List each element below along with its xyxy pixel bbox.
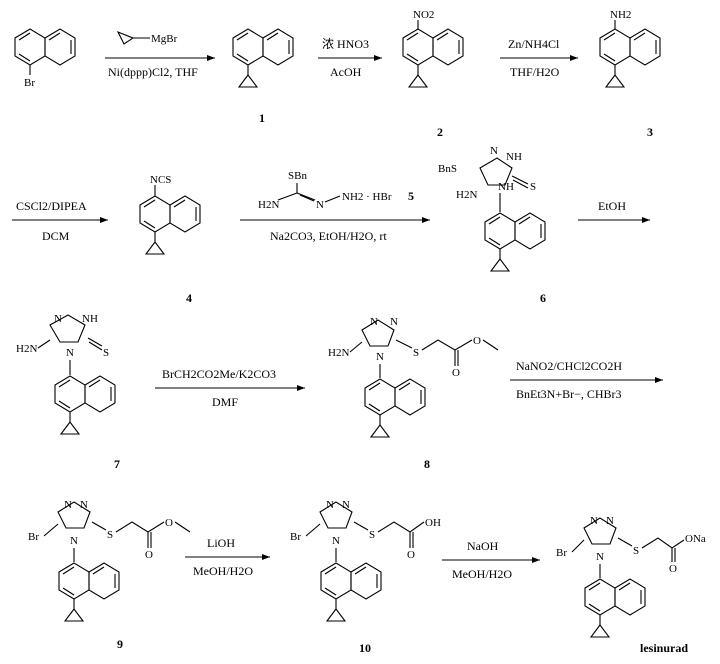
label-7: 7 — [114, 457, 120, 471]
step10-below: MeOH/H2O — [452, 567, 512, 581]
label-4: 4 — [186, 291, 192, 305]
label-8: 8 — [424, 457, 430, 471]
c7-nh: NH — [82, 313, 98, 325]
step9-above: LiOH — [207, 536, 235, 550]
les-o: O — [669, 563, 677, 575]
label-3: 3 — [647, 125, 653, 139]
c2-nitro: NO2 — [413, 9, 434, 21]
compound-c4: NCS — [139, 174, 201, 255]
r5-n: N — [316, 199, 324, 211]
step4-above: CSCl2/DIPEA — [16, 199, 87, 213]
c7-n: N — [54, 313, 62, 325]
c8-n4: N — [376, 351, 384, 363]
c6-s: S — [530, 181, 536, 193]
step10-above: NaOH — [467, 539, 499, 553]
label-lesinurad: lesinurad — [640, 641, 688, 655]
c9-n2: N — [80, 499, 88, 511]
step1-below: Ni(dppp)Cl2, THF — [108, 65, 198, 79]
label-1: 1 — [259, 111, 265, 125]
les-s: S — [633, 545, 639, 557]
r5-sbn: SBn — [288, 170, 307, 182]
compound-c10: N N Br N S O OH — [290, 499, 441, 622]
c7-s: S — [103, 347, 109, 359]
c6-h: H — [506, 181, 514, 193]
les-n1: N — [590, 515, 598, 527]
les-n4: N — [596, 551, 604, 563]
c10-n4: N — [332, 535, 340, 547]
c10-br: Br — [290, 531, 301, 543]
c10-oh: OH — [425, 517, 441, 529]
c7-n4: N — [66, 347, 74, 359]
c9-o-carbonyl: O — [145, 549, 153, 561]
step3-below: THF/H2O — [510, 65, 560, 79]
reagent-5: SBn H2N N NH2 · HBr 5 — [258, 170, 414, 211]
c9-n1: N — [64, 499, 72, 511]
step2-below: AcOH — [330, 65, 362, 79]
label-6: 6 — [540, 291, 546, 305]
les-ona: ONa — [685, 533, 706, 545]
c6-nh: NH — [506, 151, 522, 163]
c9-o-ester: O — [165, 517, 173, 529]
compound-c8: N N H2N N S O O — [328, 316, 499, 438]
step2-above: 浓 HNO3 — [322, 37, 369, 51]
compound-c7: N NH H2N N S — [16, 313, 116, 435]
compound-lesinurad: N N Br N S O ONa — [556, 515, 706, 638]
r5-number: 5 — [408, 189, 414, 203]
compound-c2: NO2 — [402, 9, 464, 88]
compound-c1 — [232, 28, 294, 88]
compound-c9: N N Br N S O O — [28, 499, 191, 622]
c10-n1: N — [326, 499, 334, 511]
reagent-cyclopropyl-grignard: MgBr — [116, 30, 178, 45]
step3-above: Zn/NH4Cl — [508, 37, 560, 51]
compound-c0: Br — [14, 28, 76, 89]
c10-o: O — [407, 549, 415, 561]
c6-h2n: H2N — [456, 189, 477, 201]
step5-below: Na2CO3, EtOH/H2O, rt — [270, 229, 387, 243]
label-10: 10 — [359, 641, 371, 655]
r5-nh2-hbr: NH2 · HBr — [342, 191, 392, 203]
c9-n4: N — [70, 535, 78, 547]
les-n2: N — [606, 515, 614, 527]
compound-c3: NH2 — [599, 9, 661, 88]
label-2: 2 — [437, 125, 443, 139]
label-9: 9 — [117, 637, 123, 651]
c6-n-ring: N — [498, 181, 506, 193]
c10-s: S — [369, 529, 375, 541]
c10-n2: N — [342, 499, 350, 511]
c8-n2: N — [390, 316, 398, 328]
compound-c6: BnS N NH S H2N N H — [438, 145, 546, 272]
c8-o-ester: O — [473, 335, 481, 347]
c6-bns: BnS — [438, 163, 457, 175]
c8-o-carbonyl: O — [452, 367, 460, 379]
step6-above: EtOH — [598, 199, 626, 213]
grignard-text: MgBr — [151, 33, 178, 45]
c4-ncs: NCS — [150, 174, 171, 186]
step9-below: MeOH/H2O — [193, 564, 253, 578]
step8-above: NaNO2/CHCl2CO2H — [516, 359, 622, 373]
c3-amine: NH2 — [610, 9, 631, 21]
c7-h2n: H2N — [16, 343, 37, 355]
r5-h2n: H2N — [258, 199, 279, 211]
c8-h2n: H2N — [328, 347, 349, 359]
les-br: Br — [556, 547, 567, 559]
c8-n1: N — [370, 316, 378, 328]
c9-s: S — [107, 529, 113, 541]
step7-above: BrCH2CO2Me/K2CO3 — [162, 367, 276, 381]
step8-below: BnEt3N+Br−, CHBr3 — [516, 387, 622, 401]
step7-below: DMF — [212, 395, 238, 409]
step4-below: DCM — [42, 229, 70, 243]
c8-s: S — [413, 347, 419, 359]
c6-n: N — [490, 145, 498, 157]
c0-atom: Br — [24, 77, 35, 89]
c9-br: Br — [28, 531, 39, 543]
